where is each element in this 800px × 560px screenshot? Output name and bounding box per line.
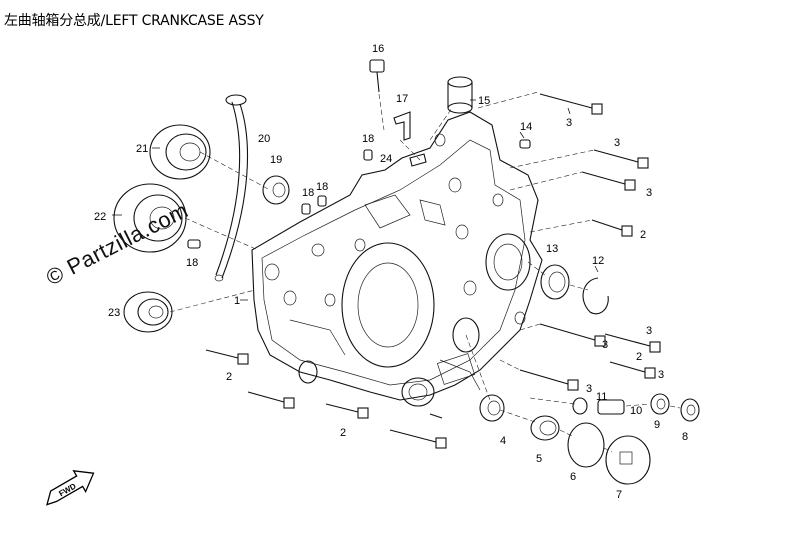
callout-3a: 3 bbox=[566, 117, 572, 129]
callout-14: 14 bbox=[520, 121, 532, 133]
bolts-2 bbox=[205, 349, 369, 419]
leader-lines bbox=[112, 99, 599, 301]
bearing-9 bbox=[650, 393, 670, 415]
callout-2c: 2 bbox=[636, 351, 642, 363]
callout-3e: 3 bbox=[602, 339, 608, 351]
callout-11: 11 bbox=[596, 391, 607, 403]
pipe-20 bbox=[214, 94, 248, 282]
callout-3f: 3 bbox=[658, 369, 664, 381]
callout-3g: 3 bbox=[586, 383, 592, 395]
plug-10 bbox=[597, 399, 625, 415]
callout-6: 6 bbox=[570, 471, 576, 483]
spring-5 bbox=[530, 415, 560, 441]
callout-5: 5 bbox=[536, 453, 542, 465]
callout-19: 19 bbox=[270, 154, 282, 166]
callout-22: 22 bbox=[94, 211, 106, 223]
washer-11 bbox=[572, 397, 588, 415]
oring-6 bbox=[567, 422, 605, 468]
crankcase-body bbox=[251, 111, 543, 407]
fwd-arrow-icon: FWD bbox=[46, 470, 95, 506]
callout-3b: 3 bbox=[614, 137, 620, 149]
bolts-3 bbox=[389, 93, 661, 449]
callout-17: 17 bbox=[396, 93, 408, 105]
callout-1: 1 bbox=[234, 295, 240, 307]
callout-4: 4 bbox=[500, 435, 506, 447]
callout-18d: 18 bbox=[186, 257, 198, 269]
seal-8 bbox=[680, 398, 700, 422]
dowels-18 bbox=[301, 149, 373, 215]
callout-10: 10 bbox=[630, 405, 642, 417]
circlip-12 bbox=[582, 277, 609, 315]
bracket-17 bbox=[393, 111, 411, 141]
callout-labels: 16 17 15 3 14 21 20 18 24 3 19 18 3 18 2… bbox=[94, 43, 688, 501]
dowel-18a bbox=[187, 239, 201, 249]
callout-20: 20 bbox=[258, 133, 270, 145]
callout-18a: 18 bbox=[362, 133, 374, 145]
callout-21: 21 bbox=[136, 143, 148, 155]
page-title: 左曲轴箱分总成/LEFT CRANKCASE ASSY bbox=[4, 13, 264, 29]
callout-13: 13 bbox=[546, 243, 558, 255]
callout-3d: 3 bbox=[646, 325, 652, 337]
cap-7 bbox=[605, 435, 651, 485]
callout-9: 9 bbox=[654, 419, 660, 431]
bearing-22 bbox=[113, 183, 187, 253]
callout-18b: 18 bbox=[302, 187, 314, 199]
callout-24: 24 bbox=[380, 153, 392, 165]
callout-15: 15 bbox=[478, 95, 490, 107]
callout-7: 7 bbox=[616, 489, 622, 501]
bearing-23 bbox=[123, 291, 173, 333]
callout-8: 8 bbox=[682, 431, 688, 443]
assembly-axes bbox=[169, 91, 681, 453]
fitting-15 bbox=[447, 76, 473, 114]
seal-19 bbox=[262, 175, 290, 205]
callout-12: 12 bbox=[592, 255, 604, 267]
seal-13 bbox=[540, 264, 570, 300]
clip-24 bbox=[409, 153, 427, 167]
callout-2a: 2 bbox=[640, 229, 646, 241]
bearing-21 bbox=[149, 124, 211, 180]
plug-14 bbox=[519, 139, 531, 149]
bushing-4 bbox=[479, 394, 505, 422]
callout-3c: 3 bbox=[646, 187, 652, 199]
callout-2d: 2 bbox=[340, 427, 346, 439]
bolt-16 bbox=[369, 59, 385, 131]
callout-18c: 18 bbox=[316, 181, 328, 193]
callout-23: 23 bbox=[108, 307, 120, 319]
callout-2b: 2 bbox=[226, 371, 232, 383]
callout-16: 16 bbox=[372, 43, 384, 55]
